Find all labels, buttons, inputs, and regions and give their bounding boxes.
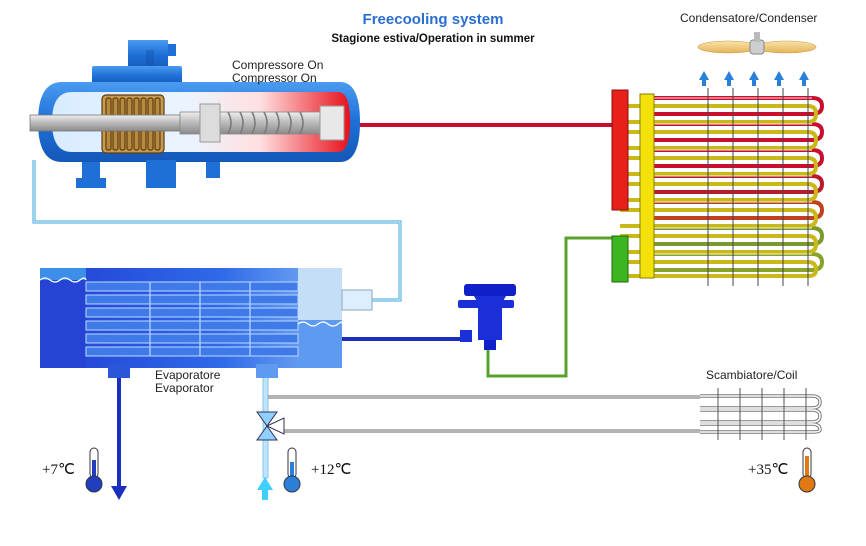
condenser-yellow-header (639, 93, 655, 279)
arrow-up-icon (257, 477, 273, 500)
airflow-arrows (699, 71, 809, 86)
fan-icon (697, 32, 817, 55)
condenser (611, 32, 825, 286)
coil (700, 388, 822, 440)
expansion-valve-icon (458, 284, 516, 350)
outlet-temperature: +7℃ (42, 462, 75, 478)
thermometer-icon (85, 447, 103, 493)
evaporator-label-it: Evaporatore (155, 368, 221, 382)
screw-rotor (179, 103, 345, 143)
arrow-down-icon (111, 486, 127, 500)
condenser-tubes (620, 88, 825, 286)
discharge-line (355, 123, 617, 127)
evaporator-label-en: Evaporator (155, 381, 214, 395)
condenser-red-header (611, 89, 629, 211)
diagram-title: Freecooling system (362, 11, 504, 28)
chilled-water-outlet (117, 370, 121, 488)
thermometer-icon (283, 447, 301, 493)
condenser-label: Condensatore/Condenser (680, 11, 818, 25)
condenser-green-header (611, 235, 629, 283)
ambient-temperature: +35℃ (748, 462, 789, 478)
compressor-label-en: Compressor On (232, 71, 317, 85)
evaporator-feed-line (342, 337, 460, 341)
compressor-label-it: Compressore On (232, 58, 324, 72)
liquid-line (486, 236, 615, 378)
compressor (29, 40, 360, 188)
three-way-valve-icon (256, 411, 285, 441)
coil-label: Scambiatore/Coil (706, 368, 798, 382)
evaporator-tubes (85, 281, 299, 357)
diagram-subtitle: Stagione estiva/Operation in summer (331, 33, 535, 45)
inlet-temperature: +12℃ (311, 462, 352, 478)
evaporator (39, 268, 373, 378)
coil-connection-lines (268, 395, 700, 433)
thermometer-icon (798, 447, 816, 493)
